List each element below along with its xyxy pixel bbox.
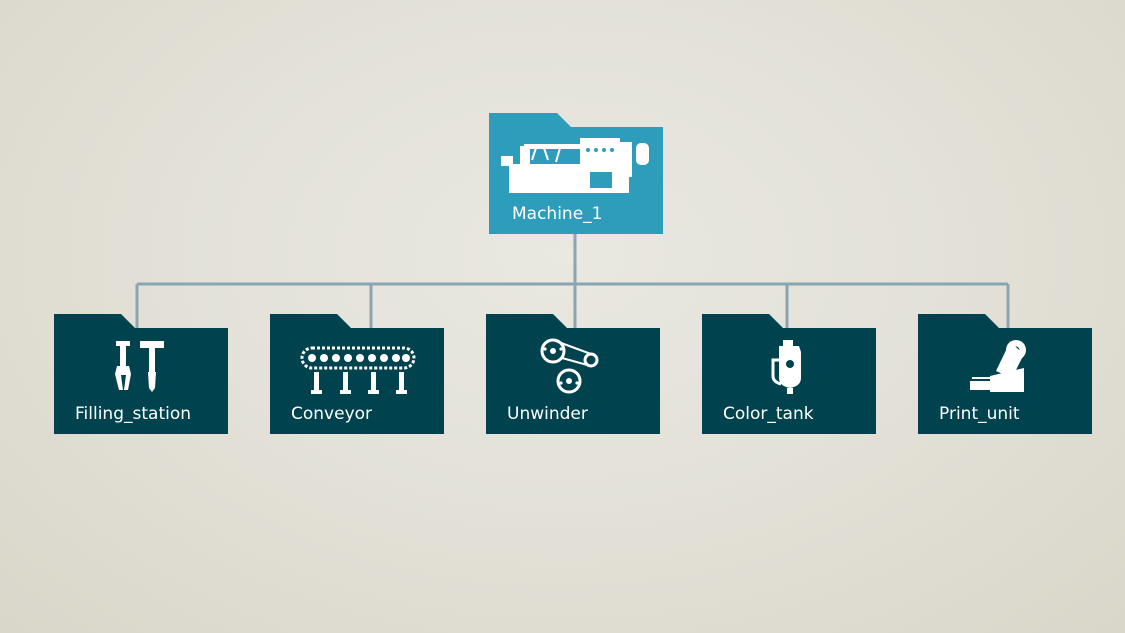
folder-filling-station[interactable] <box>54 314 228 434</box>
root-folder-machine-1[interactable] <box>489 113 663 234</box>
machine-icon <box>501 138 649 193</box>
folder-shape <box>54 314 228 434</box>
folder-conveyor[interactable] <box>270 314 444 434</box>
color-tank-icon <box>771 340 801 394</box>
gripper-tools-icon <box>115 341 164 392</box>
folder-print-unit[interactable] <box>918 314 1092 434</box>
folder-unwinder[interactable] <box>486 314 660 434</box>
conveyor-icon <box>300 346 416 394</box>
connector-lines <box>135 234 1010 328</box>
folder-shape <box>270 314 444 434</box>
folder-shape <box>486 314 660 434</box>
folder-color-tank[interactable] <box>702 314 876 434</box>
print-unit-icon <box>970 340 1026 392</box>
unwinder-rollers-icon <box>540 338 599 394</box>
